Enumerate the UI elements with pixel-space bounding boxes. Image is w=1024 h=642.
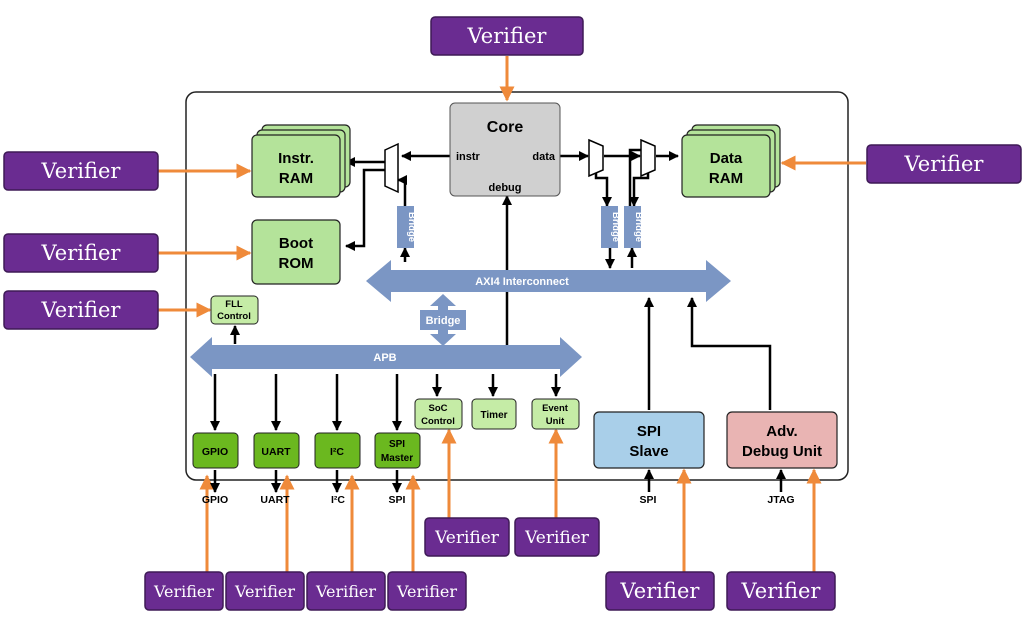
data-mux-1 [588, 138, 604, 178]
axi4-interconnect-label: AXI4 Interconnect [475, 276, 569, 288]
verifier-instr-ram [3, 151, 159, 191]
core-instr-port: instr [456, 151, 481, 163]
core-label: Core [487, 119, 524, 136]
axi-apb-bridge-label: Bridge [426, 315, 461, 327]
verifier-instr-ram-label: Verifier [41, 159, 122, 183]
boot-rom-label-2: ROM [279, 255, 314, 272]
pin-jtag: JTAG [767, 494, 794, 506]
bridge-data-2-label: Bridge [633, 212, 644, 242]
data-mux-2 [640, 138, 656, 178]
bridge-instr [397, 206, 414, 248]
pin-spi: SPI [389, 494, 406, 506]
bridge-data-2 [624, 206, 641, 248]
verifier-soc-label: Verifier [434, 528, 500, 548]
instr-ram-label-1: Instr. [278, 150, 314, 167]
verifier-core [430, 16, 584, 56]
bridge-instr-label: Bridge [406, 212, 417, 242]
soc-label-2: Control [421, 416, 455, 427]
pin-i2c: I²C [331, 494, 345, 506]
verifier-gpio-label: Verifier [153, 582, 214, 601]
timer-block [471, 398, 517, 430]
timer-label: Timer [480, 410, 507, 421]
instr-ram-label-2: RAM [279, 170, 313, 187]
i2c-label: I²C [330, 446, 344, 458]
verifier-uart [225, 571, 305, 611]
verifier-spi-master [387, 571, 467, 611]
verifier-fll [3, 290, 159, 330]
spi-master-label-2: Master [381, 453, 413, 464]
event-label-2: Unit [546, 416, 565, 427]
core-block [449, 102, 561, 197]
pin-gpio: GPIO [202, 494, 228, 506]
soc-control-block [414, 398, 463, 430]
verifier-spi-slave [605, 571, 715, 611]
data-ram-label-2: RAM [709, 170, 743, 187]
apb-bus [190, 337, 582, 377]
verifier-arrows [158, 56, 866, 572]
apb-label: APB [373, 352, 396, 364]
core-debug-port: debug [489, 182, 522, 194]
verifier-core-label: Verifier [467, 24, 548, 48]
verifier-soc [424, 517, 510, 557]
bridge-data-1-label: Bridge [610, 212, 621, 242]
uart-block [253, 432, 300, 469]
adv-debug-unit-block [726, 411, 838, 469]
boot-rom-label-1: Boot [279, 235, 313, 252]
gpio-label: GPIO [202, 446, 228, 458]
data-ram-label-1: Data [710, 150, 743, 167]
pin-uart: UART [260, 494, 290, 506]
fll-label-2: Control [217, 311, 251, 322]
verifier-event-label: Verifier [524, 528, 590, 548]
spi-slave-block [593, 411, 705, 469]
verifier-debug-label: Verifier [741, 579, 822, 603]
instr-ram-block: Instr. RAM [251, 124, 351, 198]
verifier-uart-label: Verifier [234, 582, 295, 601]
spi-master-label-1: SPI [389, 439, 405, 450]
fll-label-1: FLL [225, 299, 243, 310]
uart-label: UART [261, 446, 291, 458]
instr-mux [384, 142, 399, 194]
verifier-spi-master-label: Verifier [396, 582, 457, 601]
spi-slave-label-1: SPI [637, 423, 661, 440]
adv-debug-label-1: Adv. [766, 423, 797, 440]
verifier-boot-rom [3, 233, 159, 273]
boot-rom-block [251, 219, 341, 285]
verifier-i2c-label: Verifier [315, 582, 376, 601]
core-data-port: data [532, 151, 556, 163]
data-ram-block: Data RAM [681, 124, 781, 198]
verifier-event [514, 517, 600, 557]
adv-debug-label-2: Debug Unit [742, 443, 822, 460]
axi4-interconnect-bus [366, 260, 731, 302]
verifier-spi-slave-label: Verifier [620, 579, 701, 603]
verifier-data-ram-label: Verifier [904, 152, 985, 176]
spi-master-block [374, 432, 421, 469]
spi-slave-label-2: Slave [629, 443, 668, 460]
verifier-fll-label: Verifier [41, 298, 122, 322]
verifier-data-ram [866, 144, 1022, 184]
axi-apb-bridge [420, 294, 466, 346]
fll-control-block [210, 295, 259, 325]
event-unit-block [531, 398, 580, 430]
verifier-debug [726, 571, 836, 611]
verifier-boxes: Verifier Verifier Verifier Verifier Veri… [3, 16, 1022, 611]
i2c-block [314, 432, 361, 469]
pin-spi-slave: SPI [640, 494, 657, 506]
verifier-i2c [306, 571, 386, 611]
soc-label-1: SoC [429, 403, 448, 414]
event-label-1: Event [542, 403, 569, 414]
gpio-block [192, 432, 239, 469]
verifier-boot-rom-label: Verifier [41, 241, 122, 265]
verifier-gpio [144, 571, 224, 611]
bridge-data-1 [601, 206, 618, 248]
